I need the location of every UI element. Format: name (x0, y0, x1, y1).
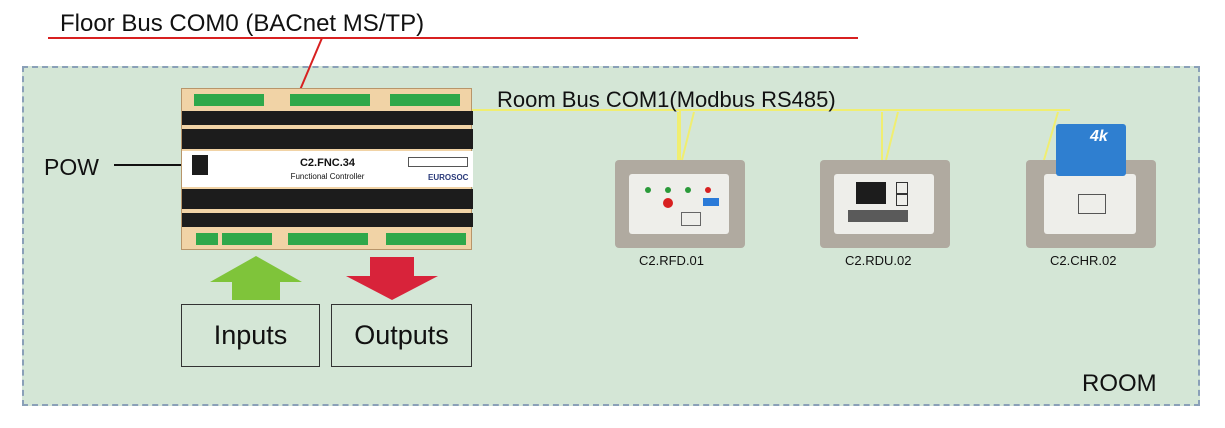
do-not-disturb-icon (663, 198, 673, 208)
label-box-icon (408, 157, 468, 167)
terminal-block-icon (196, 233, 218, 245)
down-button-icon (896, 194, 908, 206)
terminal-block-icon (194, 94, 264, 106)
floor-bus-drop (299, 37, 323, 91)
controller-model: C2.FNC.34 (299, 157, 356, 169)
terminal-row-icon (182, 213, 473, 227)
device-label-rdu: C2.RDU.02 (845, 253, 912, 268)
controller-label-plate: C2.FNC.34 Functional Controller EUROSOC (182, 151, 473, 187)
key-card-icon: 4k (1056, 124, 1126, 176)
card-holder-icon (1044, 174, 1136, 234)
device-rdu (820, 160, 950, 248)
sos-icon (703, 198, 719, 206)
card-insert-icon (1078, 194, 1106, 214)
terminal-block-icon (290, 94, 370, 106)
room-label: ROOM (1082, 370, 1157, 397)
room-display-unit-icon (834, 174, 934, 234)
up-button-icon (896, 182, 908, 194)
card-tap-icon (681, 212, 701, 226)
status-led-panel-icon (192, 155, 208, 175)
functional-controller: C2.FNC.34 Functional Controller EUROSOC (181, 88, 473, 250)
controller-subtitle: Functional Controller (290, 172, 365, 181)
room-bus-label: Room Bus COM1(Modbus RS485) (497, 87, 836, 112)
terminal-row-icon (182, 129, 473, 149)
input-arrow-icon (210, 256, 302, 300)
terminal-block-icon (288, 233, 368, 245)
control-buttons-icon (848, 210, 908, 222)
device-rfd (615, 160, 745, 248)
terminal-block-icon (222, 233, 272, 245)
status-led-icon (685, 187, 691, 193)
terminal-row-icon (182, 111, 473, 125)
power-label: POW (44, 154, 99, 180)
output-arrow-icon (346, 257, 438, 300)
room-bus-drop-chr (1043, 111, 1059, 161)
lcd-display-icon (856, 182, 886, 204)
terminal-block-icon (390, 94, 460, 106)
room-bus-drop-rfd (677, 111, 695, 161)
terminal-block-icon (386, 233, 466, 245)
key-card-text: 4k (1090, 128, 1108, 145)
device-label-chr: C2.CHR.02 (1050, 253, 1117, 268)
status-led-icon (645, 187, 651, 193)
status-led-icon (705, 187, 711, 193)
controller-brand: EUROSOC (428, 173, 469, 182)
room-bus-drop-rdu (881, 111, 899, 161)
inputs-box: Inputs (181, 304, 320, 367)
outputs-box: Outputs (331, 304, 472, 367)
device-label-rfd: C2.RFD.01 (639, 253, 705, 268)
terminal-row-icon (182, 189, 473, 209)
status-led-icon (665, 187, 671, 193)
rfid-status-panel-icon (629, 174, 729, 234)
floor-bus-label: Floor Bus COM0 (BACnet MS/TP) (60, 10, 425, 37)
